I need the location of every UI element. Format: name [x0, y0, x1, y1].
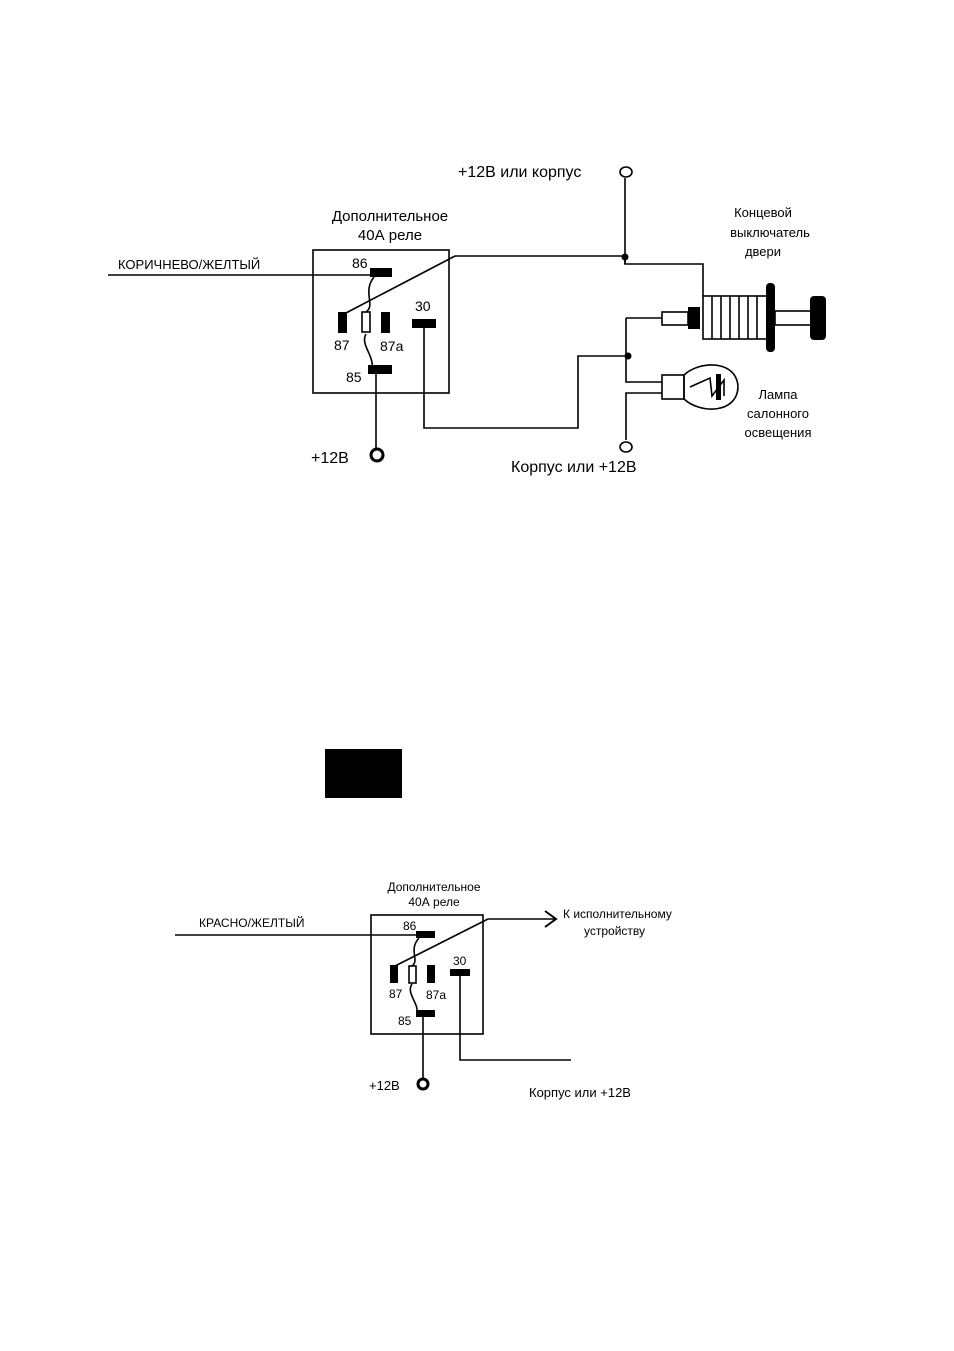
lamp-label-1: Лампа [759, 387, 799, 402]
lamp-filament-support [716, 374, 721, 400]
terminal-top-label: +12В или корпус [458, 164, 581, 181]
relay2-terminal-12v [418, 1079, 428, 1089]
lamp-base [662, 375, 684, 399]
relay2-pin-87a [427, 965, 435, 983]
door-switch [626, 283, 826, 352]
relay-title-line1: Дополнительное [332, 208, 448, 225]
wire-30 [424, 328, 628, 428]
relay2-output-label-1: К исполнительному [563, 907, 672, 921]
pin-30 [412, 319, 436, 328]
pin-87a [381, 312, 390, 333]
diagram-door-light: Дополнительное 40А реле КОРИЧНЕВО/ЖЕЛТЫЙ… [108, 164, 826, 476]
pin-30-label: 30 [415, 298, 431, 314]
relay2-title-line2: 40А реле [408, 895, 460, 909]
pin-86-label: 86 [352, 255, 368, 271]
junction-top [622, 254, 629, 261]
relay2-pin-86-label: 86 [403, 919, 417, 933]
black-block [325, 749, 402, 798]
relay2-wire-30 [460, 976, 571, 1060]
wire-87-to-switch [455, 256, 703, 296]
pin-87-label: 87 [334, 337, 350, 353]
relay2-terminal-12v-label: +12В [369, 1078, 400, 1093]
wire-lamp-to-bottom [626, 393, 662, 440]
pin-86 [370, 268, 392, 277]
pin-85-label: 85 [346, 369, 362, 385]
terminal-12v [371, 449, 383, 461]
relay2-pin-87-label: 87 [389, 987, 403, 1001]
lamp-label-2: салонного [747, 406, 809, 421]
switch-threads [712, 296, 757, 339]
relay2-pin-87 [390, 965, 398, 983]
switch-nut [688, 307, 700, 329]
switch-flange [766, 283, 775, 352]
lamp-bulb [662, 365, 738, 409]
terminal-top [620, 167, 632, 177]
relay2-pin-85-label: 85 [398, 1014, 412, 1028]
pin-85 [368, 365, 392, 374]
relay2-output-label-2: устройству [584, 924, 645, 938]
relay2-pin-86 [416, 931, 435, 938]
relay2-pin-85 [416, 1010, 435, 1017]
switch-plunger-rear [662, 312, 688, 325]
relay2-pin-30-label: 30 [453, 954, 467, 968]
terminal-bottom-label: Корпус или +12В [511, 459, 637, 476]
coil-resistor [362, 312, 370, 332]
relay2-bottom-terminal-label: Корпус или +12В [529, 1085, 631, 1100]
switch-knob [810, 296, 826, 340]
relay2-title-line1: Дополнительное [387, 880, 480, 894]
terminal-12v-label: +12В [311, 450, 349, 467]
door-switch-label-3: двери [745, 244, 781, 259]
relay2-pin-87a-label: 87а [426, 988, 446, 1002]
relay2-input-wire-label: КРАСНО/ЖЕЛТЫЙ [199, 915, 304, 930]
relay2-coil-resistor [409, 966, 416, 983]
pin-87a-label: 87а [380, 338, 404, 354]
relay-title-line2: 40А реле [358, 227, 422, 244]
door-switch-label-1: Концевой [734, 205, 792, 220]
terminal-bottom [620, 442, 632, 452]
diagram-actuator: Дополнительное 40А реле КРАСНО/ЖЕЛТЫЙ 86… [175, 880, 672, 1100]
relay2-pin-30 [450, 969, 470, 976]
junction-mid [625, 353, 632, 360]
switch-plunger [775, 311, 811, 325]
wire-switch-to-lamp [626, 318, 662, 382]
pin-87 [338, 312, 347, 333]
lamp-label-3: освещения [745, 425, 812, 440]
door-switch-label-2: выключатель [730, 225, 810, 240]
input-wire-label: КОРИЧНЕВО/ЖЕЛТЫЙ [118, 257, 260, 272]
